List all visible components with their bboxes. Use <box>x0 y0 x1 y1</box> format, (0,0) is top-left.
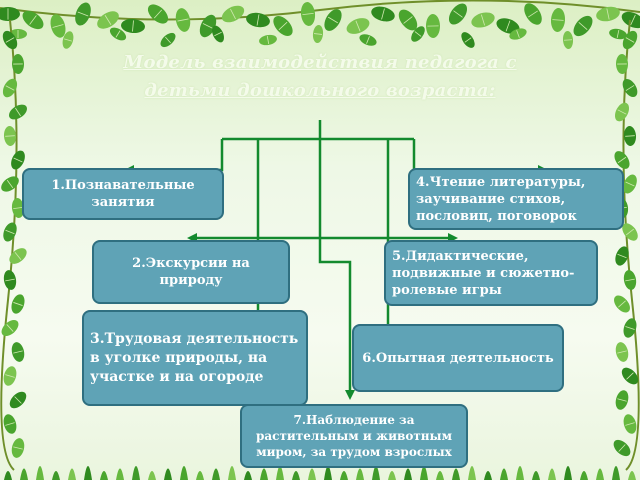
box-reading-literature: 4.Чтение литературы, заучивание стихов, … <box>408 168 624 230</box>
box-cognitive-classes: 1.Познавательные занятия <box>22 168 224 220</box>
leaf-icon <box>1 176 19 192</box>
box-observation: 7.Наблюдение за растительным и животным … <box>240 404 468 468</box>
title-line-2: детьми дошкольного возраста: <box>144 80 496 101</box>
box-labor-activity: 3.Трудовая деятельность в уголке природы… <box>82 310 308 406</box>
left-leaf-vine-icon <box>0 19 28 471</box>
box-excursions: 2.Экскурсии на природу <box>92 240 290 304</box>
leaf-icon <box>1 319 19 337</box>
bottom-grass-icon <box>4 466 636 480</box>
box-games: 5.Дидактические, подвижные и сюжетно-рол… <box>384 240 598 306</box>
box-6-label: 6.Опытная деятельность <box>362 350 554 366</box>
right-leaf-vine-icon <box>613 19 640 471</box>
box-5-label: 5.Дидактические, подвижные и сюжетно-рол… <box>392 248 575 298</box>
leaf-icon <box>0 7 20 21</box>
box-2-label: 2.Экскурсии на природу <box>132 256 250 288</box>
box-experimental-activity: 6.Опытная деятельность <box>352 324 564 392</box>
box-1-label: 1.Познавательные занятия <box>51 178 195 210</box>
box-3-label: 3.Трудовая деятельность в уголке природы… <box>90 330 299 385</box>
box-7-label: 7.Наблюдение за растительным и животным … <box>255 413 452 459</box>
box-4-label: 4.Чтение литературы, заучивание стихов, … <box>416 174 586 224</box>
title-line-1: Модель взаимодействия педагога с <box>123 52 517 73</box>
top-leaf-vine-icon <box>0 0 640 49</box>
